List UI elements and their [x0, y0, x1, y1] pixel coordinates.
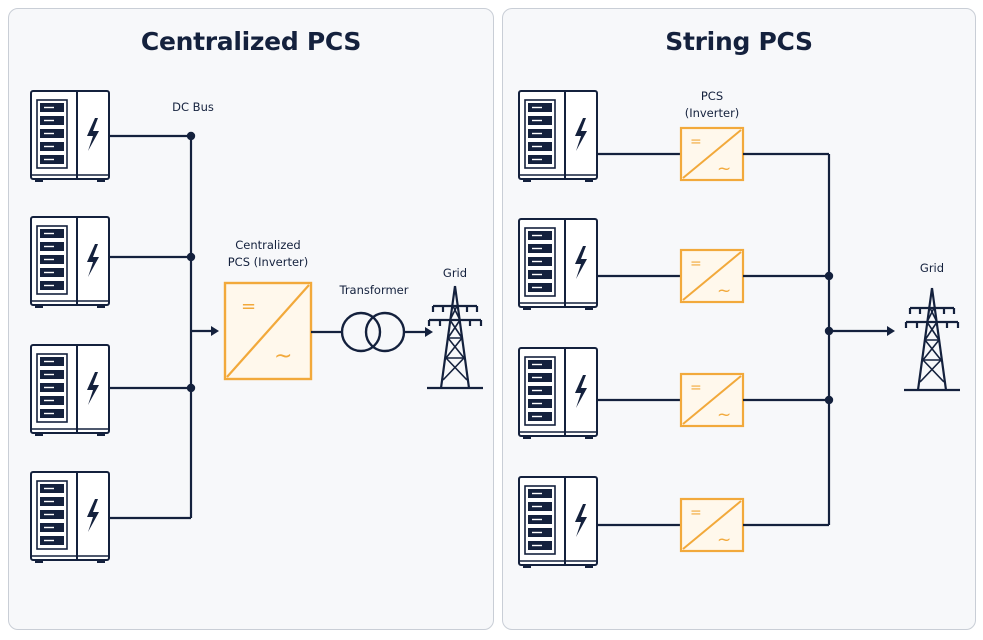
battery-cabinet-icon	[30, 90, 110, 183]
ac-symbol: ~	[717, 530, 731, 550]
transformer-icon	[340, 311, 406, 353]
arrow-right-icon	[211, 326, 219, 336]
transformer-label: Transformer	[338, 283, 408, 297]
string-inverter-row	[597, 372, 829, 428]
transmission-tower-icon	[902, 286, 962, 392]
dc-bus-label: DC Bus	[172, 100, 214, 114]
centralized-pcs-label-line2: PCS (Inverter)	[228, 255, 309, 269]
battery-cabinet-icon	[518, 347, 598, 440]
string-inverter-row	[597, 497, 829, 553]
battery-cabinet-icon	[518, 90, 598, 183]
dc-symbol: =	[690, 134, 702, 150]
dc-symbol: =	[690, 505, 702, 521]
battery-cabinet-icon	[30, 344, 110, 437]
dc-symbol: =	[690, 380, 702, 396]
grid-label-left: Grid	[443, 266, 467, 280]
pcs-label-line1: PCS	[701, 89, 723, 103]
battery-cabinet-icon	[518, 218, 598, 311]
bus-node	[186, 252, 196, 262]
arrow-right-icon	[425, 327, 433, 337]
centralized-pcs-label-line1: Centralized	[235, 238, 300, 252]
bus-node	[186, 131, 196, 141]
bus-node	[186, 383, 196, 393]
battery-cabinet-icon	[30, 471, 110, 564]
centralized-inverter-icon: = ~	[223, 281, 313, 381]
ac-symbol: ~	[717, 281, 731, 301]
string-pcs-title: String PCS	[665, 27, 813, 56]
battery-cabinet-icon	[30, 216, 110, 309]
string-inverter-row	[597, 248, 829, 304]
ac-symbol: ~	[274, 344, 292, 369]
battery-cabinet-icon	[518, 476, 598, 569]
bus-node	[824, 395, 834, 405]
string-inverter-row	[597, 126, 829, 182]
pcs-label-line2: (Inverter)	[685, 106, 740, 120]
ac-symbol: ~	[717, 405, 731, 425]
arrow-right-icon	[887, 326, 895, 336]
dc-symbol: =	[241, 296, 256, 317]
bus-node	[824, 271, 834, 281]
transmission-tower-icon	[425, 284, 485, 390]
grid-label-right: Grid	[920, 261, 944, 275]
ac-symbol: ~	[717, 159, 731, 179]
dc-symbol: =	[690, 256, 702, 272]
centralized-pcs-title: Centralized PCS	[140, 27, 362, 56]
